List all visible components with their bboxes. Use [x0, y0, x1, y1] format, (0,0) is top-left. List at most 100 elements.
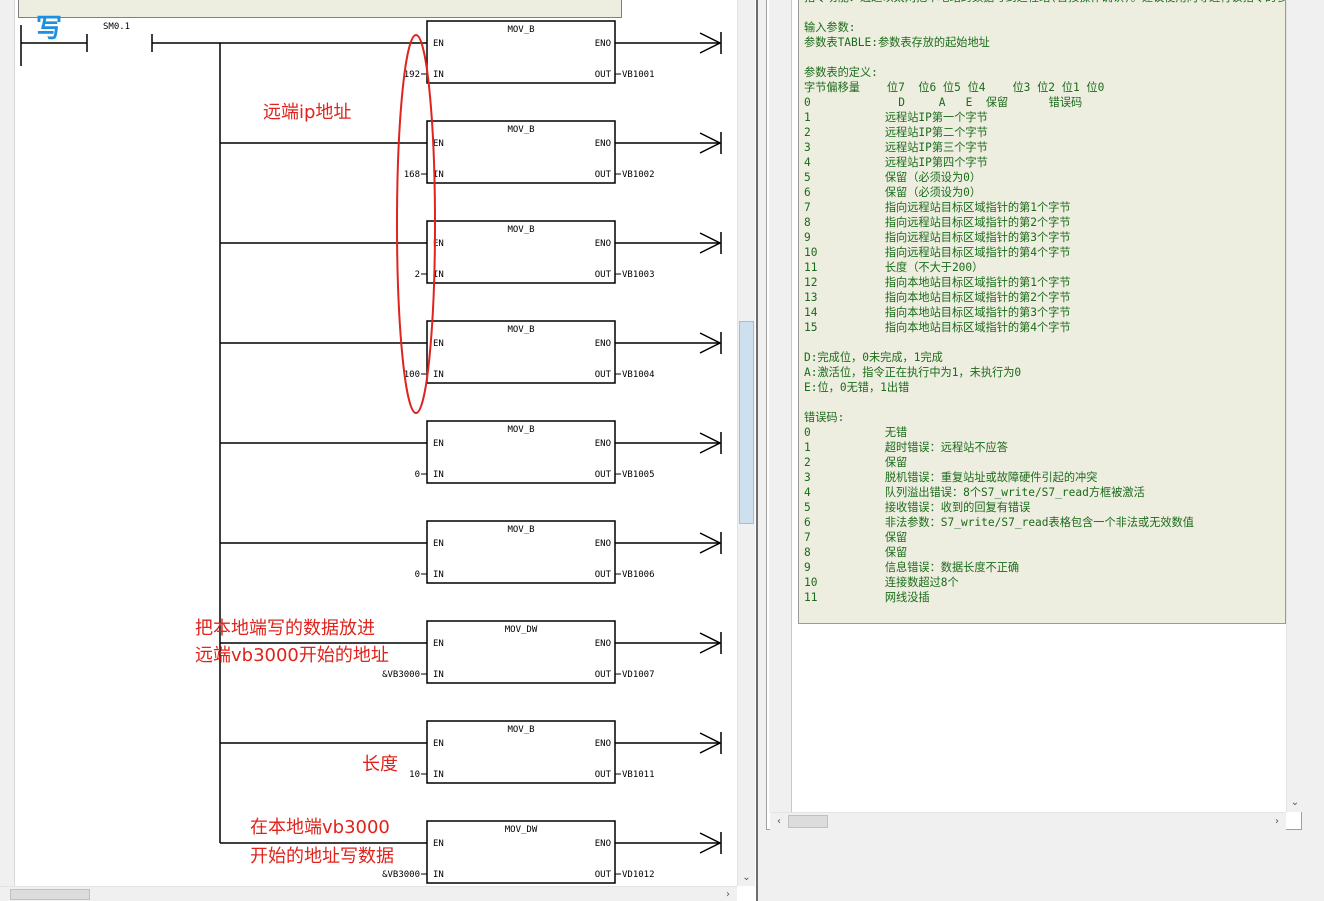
en-label: EN: [433, 139, 444, 149]
contact-sm0-1[interactable]: SM0.1: [86, 22, 153, 52]
in-operand: 0: [415, 570, 420, 580]
ladder-scroll-down-icon[interactable]: ⌄: [742, 872, 751, 883]
in-operand: &VB3000: [382, 870, 420, 880]
coil-arrow-icon: [699, 532, 722, 554]
function-block-box[interactable]: [426, 320, 616, 384]
eno-label: ENO: [595, 439, 611, 449]
help-horizontal-scrollbar[interactable]: ‹ ›: [770, 812, 1286, 830]
ladder-horizontal-scrollbar[interactable]: ›: [0, 886, 737, 901]
annotation-length: 长度: [362, 754, 398, 775]
block-title: MOV_DW: [505, 825, 538, 835]
function-block-box[interactable]: [426, 820, 616, 884]
out-label: OUT: [595, 570, 612, 580]
out-label: OUT: [595, 470, 612, 480]
eno-label: ENO: [595, 539, 611, 549]
out-label: OUT: [595, 370, 612, 380]
help-frame: 指令功能：通过以太网把本地站的数据写到远程站(暂按操作确认)。建议使用向导进行该…: [766, 0, 1303, 830]
in-operand: 10: [409, 770, 420, 780]
en-label: EN: [433, 239, 444, 249]
function-block-box[interactable]: [426, 220, 616, 284]
highlight-ellipse: [396, 34, 436, 414]
ladder-scroll-right-icon[interactable]: ›: [726, 889, 730, 900]
eno-label: ENO: [595, 139, 611, 149]
out-label: OUT: [595, 270, 612, 280]
coil-arrow-icon: [699, 132, 722, 154]
in-label: IN: [433, 370, 444, 380]
help-horizontal-scroll-thumb[interactable]: [788, 815, 828, 828]
help-left-margin: [769, 0, 792, 812]
en-label: EN: [433, 539, 444, 549]
annotation-put-data-line2: 远端vb3000开始的地址: [195, 645, 389, 666]
block-title: MOV_B: [507, 225, 534, 235]
in-label: IN: [433, 270, 444, 280]
en-label: EN: [433, 339, 444, 349]
annotation-write-line2: 开始的地址写数据: [250, 846, 394, 867]
in-label: IN: [433, 170, 444, 180]
out-operand: VD1007: [622, 670, 655, 680]
pane-splitter[interactable]: [756, 0, 764, 901]
ladder-horizontal-scroll-thumb[interactable]: [10, 889, 90, 900]
in-label: IN: [433, 770, 444, 780]
coil-arrow-icon: [699, 732, 722, 754]
block-title: MOV_B: [507, 125, 534, 135]
coil-arrow-icon: [699, 232, 722, 254]
block-title: MOV_DW: [505, 625, 538, 635]
in-operand: &VB3000: [382, 670, 420, 680]
eno-label: ENO: [595, 339, 611, 349]
out-label: OUT: [595, 170, 612, 180]
help-scroll-left-icon[interactable]: ‹: [777, 816, 781, 827]
out-operand: VD1012: [622, 870, 655, 880]
block-title: MOV_B: [507, 325, 534, 335]
in-operand: 168: [404, 170, 420, 180]
out-operand: VB1011: [622, 770, 655, 780]
in-label: IN: [433, 470, 444, 480]
eno-label: ENO: [595, 739, 611, 749]
in-operand: 0: [415, 470, 420, 480]
out-operand: VB1005: [622, 470, 655, 480]
help-scroll-right-icon[interactable]: ›: [1275, 816, 1279, 827]
out-operand: VB1003: [622, 270, 655, 280]
block-title: MOV_B: [507, 725, 534, 735]
function-block-box[interactable]: [426, 20, 616, 84]
in-label: IN: [433, 870, 444, 880]
in-label: IN: [433, 670, 444, 680]
function-block-box[interactable]: [426, 120, 616, 184]
block-title: MOV_B: [507, 25, 534, 35]
write-network-icon: 写: [36, 14, 63, 44]
coil-arrow-icon: [699, 332, 722, 354]
function-block-box[interactable]: [426, 520, 616, 584]
eno-label: ENO: [595, 39, 611, 49]
help-scroll-down-icon[interactable]: ⌄: [1290, 797, 1300, 808]
in-label: IN: [433, 70, 444, 80]
instruction-description-box: 指令功能：通过以太网把本地站的数据写到远程站(暂按操作确认)。建议使用向导进行该…: [798, 0, 1286, 624]
coil-arrow-icon: [699, 632, 722, 654]
coil-arrow-icon: [699, 32, 722, 54]
ladder-vertical-scroll-thumb[interactable]: [739, 321, 754, 524]
eno-label: ENO: [595, 639, 611, 649]
coil-arrow-icon: [699, 432, 722, 454]
out-label: OUT: [595, 670, 612, 680]
help-vertical-scrollbar[interactable]: ⌄: [1286, 0, 1303, 812]
function-block-box[interactable]: [426, 620, 616, 684]
ladder-vertical-scrollbar[interactable]: ⌄: [737, 0, 755, 886]
function-block-box[interactable]: [426, 420, 616, 484]
en-label: EN: [433, 839, 444, 849]
in-label: IN: [433, 570, 444, 580]
out-operand: VB1004: [622, 370, 655, 380]
out-label: OUT: [595, 70, 612, 80]
out-label: OUT: [595, 870, 612, 880]
network-comment-box[interactable]: [18, 0, 622, 18]
instruction-description-text: 指令功能：通过以太网把本地站的数据写到远程站(暂按操作确认)。建议使用向导进行该…: [804, 0, 1285, 604]
function-block-box[interactable]: [426, 720, 616, 784]
instruction-help-pane: 指令功能：通过以太网把本地站的数据写到远程站(暂按操作确认)。建议使用向导进行该…: [764, 0, 1324, 901]
